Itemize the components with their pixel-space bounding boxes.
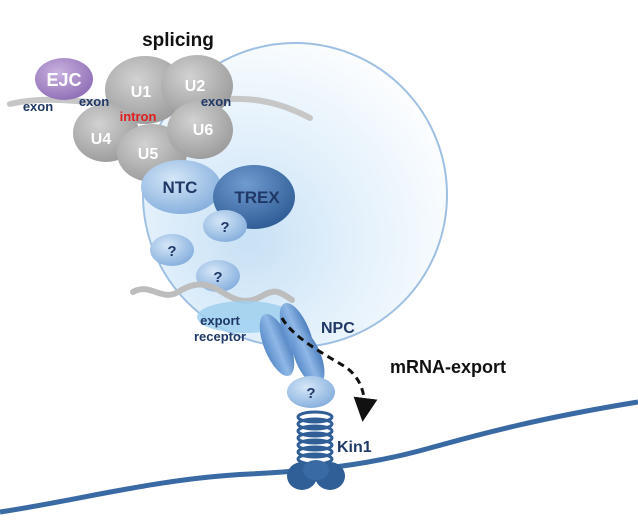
ejc-complex (35, 58, 93, 100)
nuclear-pore-complex (259, 303, 325, 386)
unknown-1-label: ? (220, 219, 229, 236)
trex-label: TREX (234, 188, 280, 207)
u1-label: U1 (131, 84, 152, 101)
spliceosome (35, 55, 233, 182)
u4-label: U4 (91, 131, 112, 148)
membrane-line (0, 399, 638, 515)
ntc-label: NTC (163, 178, 198, 197)
ntc-complex (141, 160, 221, 214)
unknown-3-label: ? (213, 269, 222, 286)
u2-label: U2 (185, 78, 206, 95)
unknown-factor-2 (150, 234, 194, 266)
export-arrow (280, 317, 378, 422)
top-mask (0, 0, 638, 20)
mrna-export-label: mRNA-export (390, 357, 506, 377)
mrna-strand (130, 281, 295, 304)
intron-label: intron (120, 109, 157, 124)
kin1-anchor-middle (303, 460, 329, 480)
unknown-2-label: ? (167, 243, 176, 260)
splicing-title: splicing (142, 30, 214, 51)
kin1-label: Kin1 (337, 439, 372, 456)
u6-label: U6 (193, 122, 214, 139)
u6-snrnp (167, 101, 233, 159)
unknown-factor-1 (203, 210, 247, 242)
unknown-factor-4 (287, 376, 335, 408)
exon-right-label: exon (201, 94, 231, 109)
u5-label: U5 (138, 146, 159, 163)
exon-middle-label: exon (79, 94, 109, 109)
kin1-coil (296, 410, 334, 466)
npc-label: NPC (321, 320, 355, 337)
u2-snrnp (161, 55, 233, 117)
exon-left-label: exon (23, 99, 53, 114)
export-receptor-label-line1: export (200, 313, 240, 328)
export-receptor-label-line2: receptor (194, 329, 246, 344)
unknown-4-label: ? (306, 385, 315, 402)
ejc-label: EJC (46, 70, 81, 90)
